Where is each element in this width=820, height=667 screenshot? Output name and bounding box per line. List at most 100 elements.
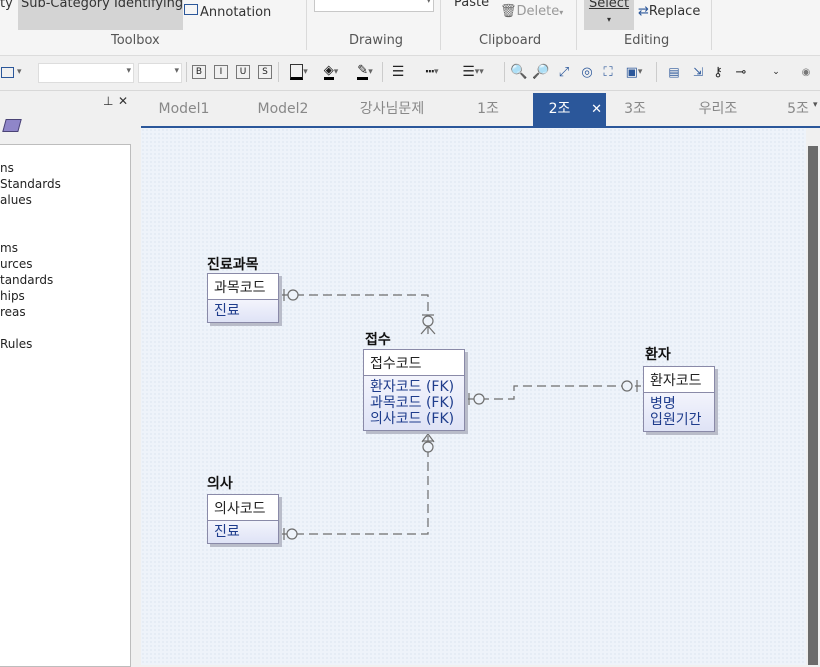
replace-button[interactable]: ⇄Replace — [638, 4, 700, 19]
chevron-down-icon: ▾ — [303, 67, 308, 77]
italic-button[interactable]: I — [214, 62, 228, 82]
attribute-list: 병명 입원기간 — [644, 393, 714, 431]
chevron-down-icon: ▾ — [333, 67, 339, 77]
relationship-doctor-reception — [281, 436, 429, 535]
line-weight-icon: ☰ — [391, 64, 405, 80]
pen-icon: ✎ — [357, 63, 369, 80]
paste-button[interactable]: Paste — [454, 0, 490, 10]
select-button[interactable]: Select▾ — [584, 0, 634, 30]
tab-group-5[interactable]: 5조 — [787, 101, 809, 117]
annotation-button[interactable]: Annotation — [184, 4, 271, 20]
font-size-dropdown[interactable]: ▾ — [138, 63, 182, 83]
table-layout-button[interactable]: ▤ — [664, 62, 684, 82]
strikethrough-icon: S — [258, 65, 272, 79]
display-level-button[interactable]: ▣▾ — [620, 62, 648, 82]
overflow-chevron-icon: ⌄ — [772, 67, 780, 77]
tab-group-1[interactable]: 1조 — [477, 101, 499, 117]
font-color-button[interactable]: ▾ — [284, 62, 314, 82]
fill-color-button[interactable]: ◈▾ — [316, 62, 346, 82]
group-label-clipboard: Clipboard — [479, 33, 542, 48]
pin-icon[interactable]: ⊥ — [103, 94, 114, 108]
zoom-fit-icon: ⤢ — [558, 64, 570, 80]
chevron-down-icon: ▾ — [606, 15, 611, 24]
style-picker-icon[interactable] — [0, 62, 14, 82]
attribute: 의사코드 (FK) — [370, 411, 455, 427]
entity-course[interactable]: 과목코드 진료 — [207, 273, 279, 323]
tab-group-2[interactable]: 2조 ✕ — [533, 93, 606, 126]
entity-title-course: 진료과목 — [207, 257, 259, 273]
tab-group-3[interactable]: 3조 — [624, 101, 646, 117]
tab-instructor-problem[interactable]: 강사님문제 — [359, 101, 425, 117]
tree-item[interactable]: hips — [0, 289, 25, 303]
zoom-out-icon: 🔎 — [532, 64, 550, 80]
tab-our-group[interactable]: 우리조 — [698, 101, 738, 117]
relationship-icon: ⇲ — [692, 65, 704, 79]
tree-item[interactable]: reas — [0, 305, 26, 319]
relationship-reception-patient — [466, 385, 641, 400]
bold-button[interactable]: B — [192, 62, 206, 82]
zoom-to-fit-button[interactable]: ⤢ — [554, 62, 574, 82]
line-color-button[interactable]: ✎▾ — [350, 62, 380, 82]
replace-icon: ⇄ — [638, 4, 649, 19]
zoom-out-button[interactable]: 🔎 — [532, 62, 550, 82]
tree-item[interactable]: ms — [0, 241, 18, 255]
diagram-canvas[interactable]: 진료과목 과목코드 진료 접수 접수코드 환자코드 (FK) 과목코드 (FK)… — [141, 128, 806, 665]
ribbon-separator — [711, 0, 712, 50]
relationship-tool-button[interactable]: ⇲ — [688, 62, 708, 82]
bold-icon: B — [192, 65, 206, 79]
tab-label: 2조 — [548, 101, 571, 117]
entity-patient[interactable]: 환자코드 병명 입원기간 — [643, 366, 715, 432]
tree-item[interactable]: tandards — [0, 273, 54, 287]
vertical-scrollbar[interactable] — [806, 128, 820, 665]
font-name-dropdown[interactable]: ▾ — [38, 63, 134, 83]
tab-model2[interactable]: Model2 — [257, 101, 309, 117]
zoom-in-icon: 🔍 — [510, 64, 528, 80]
key-button[interactable]: ⚷ — [711, 62, 725, 82]
ribbon-separator — [440, 0, 441, 50]
delete-button[interactable]: 🗑Delete▾ — [500, 4, 563, 19]
ribbon: ty Sub-Category Identifying Annotation ▾… — [0, 0, 820, 56]
alignment-button[interactable]: ☰▾▾ — [452, 62, 494, 82]
relationship-course-reception — [281, 294, 429, 323]
group-label-drawing: Drawing — [349, 33, 404, 48]
model-tree[interactable]: ns Standards alues ms urces tandards hip… — [0, 144, 131, 667]
strikethrough-button[interactable]: S — [258, 62, 272, 82]
scrollbar-thumb[interactable] — [808, 146, 818, 665]
entity-title-doctor: 의사 — [207, 476, 233, 492]
underline-button[interactable]: U — [236, 62, 250, 82]
diagram-tabs: Model1 Model2 강사님문제 1조 2조 ✕ 3조 우리조 5조 ▾ — [141, 93, 820, 128]
replace-label: Replace — [648, 4, 701, 19]
toolbox-sub-category-button[interactable]: Sub-Category Identifying — [18, 0, 183, 30]
line-style-icon: ┅ — [425, 64, 434, 80]
key-group-button[interactable]: ⊸ — [731, 62, 751, 82]
group-label-editing: Editing — [624, 33, 670, 48]
table-icon: ▤ — [668, 65, 680, 79]
line-weight-button[interactable]: ☰ — [388, 62, 408, 82]
fit-page-button[interactable]: ⛶ — [598, 62, 618, 82]
toolbar-overflow-button[interactable]: ⌄ — [770, 62, 782, 82]
tab-overflow-icon[interactable]: ▾ — [813, 100, 818, 110]
tree-item[interactable]: Rules — [0, 337, 33, 351]
trash-icon: 🗑 — [500, 4, 517, 19]
entity-title-reception: 접수 — [365, 332, 391, 348]
eye-button[interactable]: ◉ — [796, 62, 816, 82]
tree-item[interactable]: alues — [0, 193, 32, 207]
attribute-list: 진료 — [208, 300, 278, 322]
tree-item[interactable]: urces — [0, 257, 33, 271]
format-toolbar: ▾ ▾ ▾ B I U S ▾ ◈▾ ✎▾ ☰ ┅▾ ☰▾▾ 🔍 🔎 ⤢ ◎ ⛶… — [0, 56, 820, 91]
book-icon[interactable] — [2, 119, 22, 132]
toolbox-item-entity[interactable]: ty — [0, 0, 13, 11]
entity-reception[interactable]: 접수코드 환자코드 (FK) 과목코드 (FK) 의사코드 (FK) — [363, 349, 465, 431]
line-style-button[interactable]: ┅▾ — [418, 62, 446, 82]
chevron-down-icon[interactable]: ▾ — [17, 67, 22, 77]
zoom-selection-button[interactable]: ◎ — [577, 62, 597, 82]
close-icon[interactable]: ✕ — [118, 94, 129, 108]
drawing-dropdown[interactable]: ▾ — [314, 0, 434, 12]
zoom-in-button[interactable]: 🔍 — [510, 62, 528, 82]
tree-item[interactable]: Standards — [0, 177, 61, 191]
tree-item[interactable]: ns — [0, 161, 14, 175]
primary-key: 접수코드 — [364, 350, 464, 376]
entity-doctor[interactable]: 의사코드 진료 — [207, 494, 279, 544]
close-icon[interactable]: ✕ — [591, 102, 602, 117]
tab-model1[interactable]: Model1 — [158, 101, 210, 117]
